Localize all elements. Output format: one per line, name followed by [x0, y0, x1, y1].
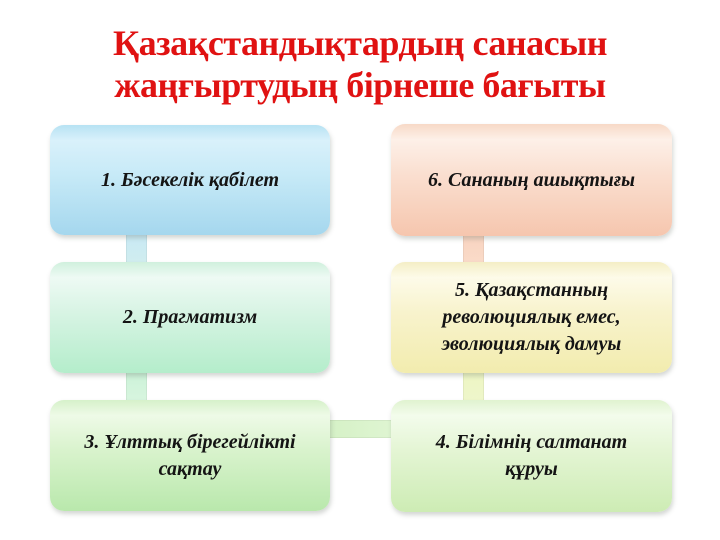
process-step-6: 6. Сананың ашықтығы [391, 124, 672, 236]
connector-step5-step4 [463, 366, 484, 406]
process-step-5: 5. Қазақстанның революциялық емес, эволю… [391, 262, 672, 373]
process-step-3-label: 3. Ұлттық бірегейлікті сақтау [84, 430, 296, 480]
connector-step1-step2 [126, 228, 147, 268]
process-step-6-label: 6. Сананың ашықтығы [427, 168, 636, 191]
process-step-1-label: 1. Бәсекелік қабілет [100, 168, 280, 191]
slide-title: Қазақстандықтардың санасын жаңғыртудың б… [113, 23, 607, 105]
process-step-1: 1. Бәсекелік қабілет [50, 125, 330, 235]
connector-step2-step3 [126, 366, 147, 406]
process-step-4: 4. Білімнің салтанат құруы [391, 400, 672, 512]
connector-step6-step5 [463, 228, 484, 268]
connector-step3-step4 [326, 420, 394, 438]
process-step-2-label: 2. Прагматизм [122, 306, 258, 328]
process-step-2: 2. Прагматизм [50, 262, 330, 373]
process-step-3: 3. Ұлттық бірегейлікті сақтау [50, 400, 330, 511]
process-step-5-label: 5. Қазақстанның революциялық емес, эволю… [441, 279, 622, 355]
process-step-4-label: 4. Білімнің салтанат құруы [435, 431, 628, 480]
